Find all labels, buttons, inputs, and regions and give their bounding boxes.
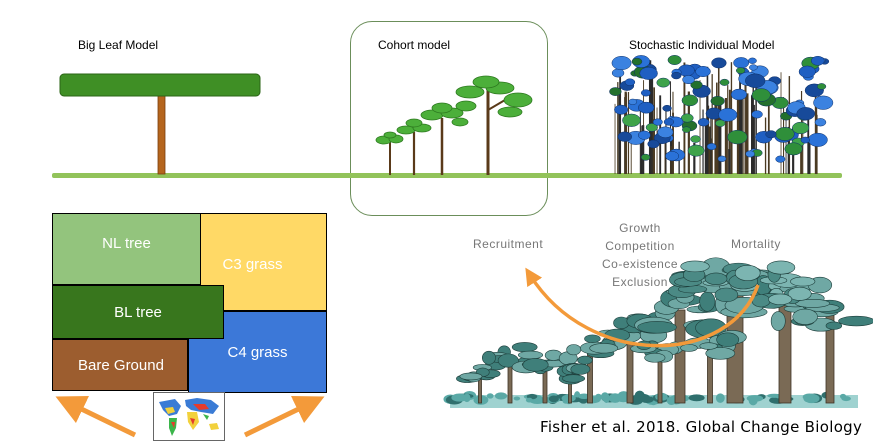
- stochastic-forest-icon: [609, 55, 834, 174]
- cohort-model-label: Cohort model: [378, 38, 451, 52]
- cohort-model-box: [350, 21, 548, 216]
- process-exclusion: Exclusion: [612, 275, 668, 289]
- pft-bl-tree-label: BL tree: [114, 303, 162, 321]
- pft-nl-tree-label: NL tree: [102, 234, 151, 252]
- pft-c4-grass-label: C4 grass: [227, 343, 288, 361]
- pft-bare-ground: Bare Ground: [52, 339, 188, 391]
- map-arrows-icon: [55, 396, 325, 438]
- process-middle-list: Growth Competition Co-existence Exclusio…: [580, 219, 700, 291]
- citation-text: Fisher et al. 2018. Global Change Biolog…: [540, 418, 863, 436]
- process-mortality: Mortality: [731, 237, 781, 251]
- process-competition: Competition: [605, 239, 675, 253]
- demography-cycle-arrow: [525, 267, 760, 348]
- pft-nl-tree: NL tree: [52, 213, 201, 285]
- stochastic-model-label: Stochastic Individual Model: [629, 38, 775, 52]
- pft-c3-grass-label: C3 grass: [222, 255, 283, 273]
- big-leaf-tree-icon: [59, 73, 261, 175]
- ground-line: [52, 173, 842, 178]
- pft-bl-tree: BL tree: [52, 285, 224, 339]
- cohort-trees-icon: [375, 75, 533, 175]
- process-coexistence: Co-existence: [601, 257, 679, 271]
- process-recruitment: Recruitment: [473, 237, 544, 251]
- pft-bare-ground-label: Bare Ground: [78, 356, 164, 374]
- big-leaf-model-label: Big Leaf Model: [78, 38, 159, 52]
- world-map-thumbnail: [153, 392, 225, 441]
- process-growth: Growth: [619, 221, 661, 235]
